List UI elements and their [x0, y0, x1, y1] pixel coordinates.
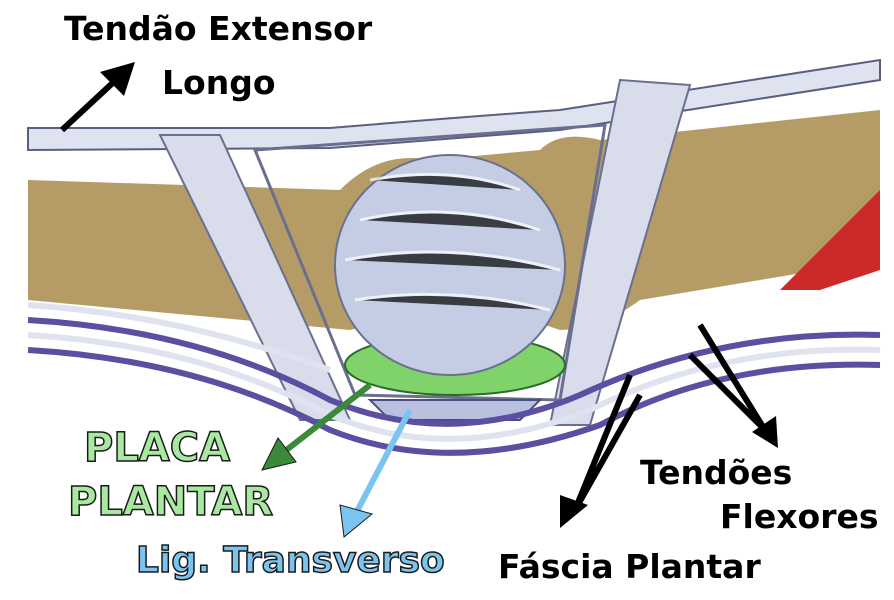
plate-arrow: [261, 382, 372, 471]
metatarsal-head: [334, 154, 566, 376]
fascia-arrow: [560, 373, 643, 528]
extensor-label-line2: Longo: [162, 63, 276, 102]
plate-label-line2: PLANTAR: [67, 479, 274, 525]
muscle: [780, 190, 880, 290]
transverse-label: Lig. Transverso: [135, 540, 445, 581]
flexor-tendons: [27, 317, 881, 427]
extensor-label-line1: Tendão Extensor: [64, 9, 373, 48]
fascia-label: Fáscia Plantar: [498, 547, 761, 586]
extensor-arrow: [59, 62, 135, 133]
transverse-ligament: [367, 399, 543, 421]
plate-label-line1: PLACA: [83, 425, 231, 471]
extensor-tendon: [27, 58, 881, 152]
flexor-label-line2: Flexores: [720, 497, 879, 536]
flexor-arrow: [687, 323, 778, 448]
transverse-arrow: [339, 408, 413, 538]
flexor-label-line1: Tendões: [640, 453, 793, 492]
